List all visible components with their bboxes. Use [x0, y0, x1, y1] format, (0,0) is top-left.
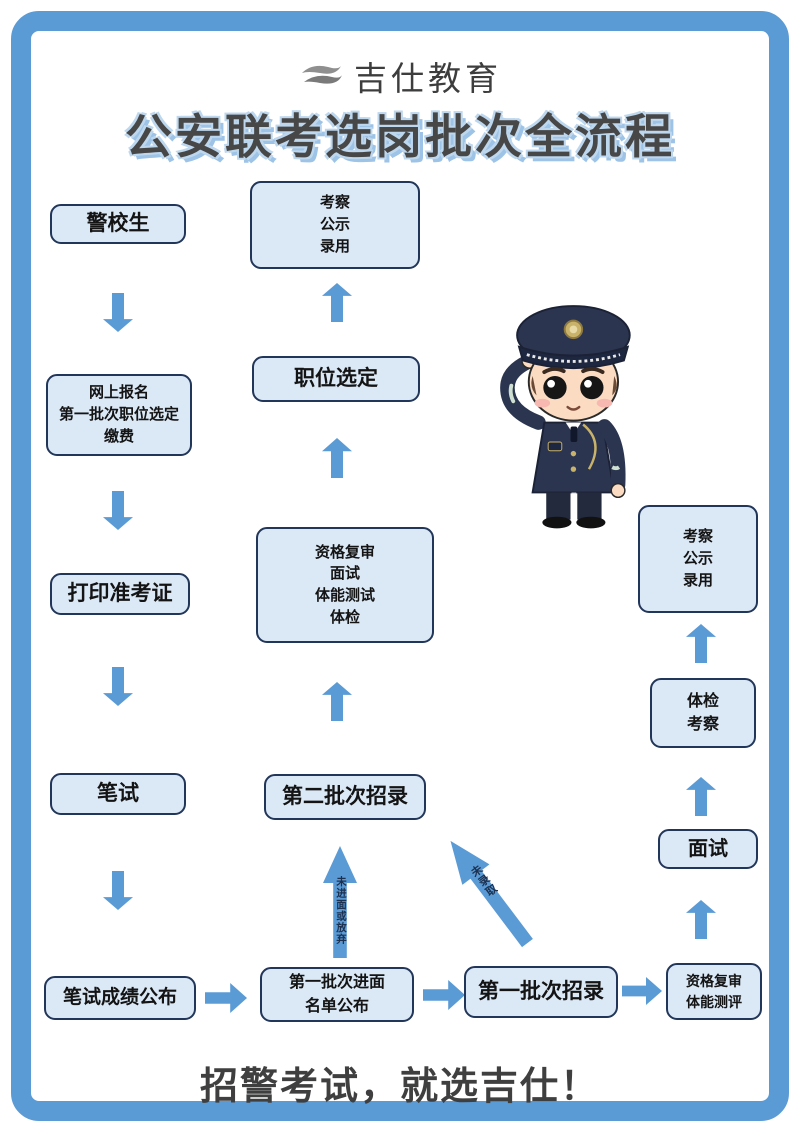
- node-position-select: 职位选定: [252, 356, 420, 402]
- node-written-exam: 笔试: [50, 773, 186, 815]
- node-print-ticket: 打印准考证: [50, 573, 190, 615]
- poster-blue-frame: [11, 11, 789, 1121]
- node-batch1: 第一批次招录: [464, 966, 618, 1018]
- footer-tagline: 招警考试，就选吉仕！: [199, 1066, 600, 1108]
- node-final-steps-mid: 考察 公示 录用: [250, 181, 420, 269]
- node-register: 网上报名 第一批次职位选定 缴费: [46, 374, 192, 456]
- node-police-student: 警校生: [50, 204, 186, 244]
- arrow-up-long: 未进面或放弃: [323, 846, 357, 958]
- node-batch2: 第二批次招录: [264, 774, 426, 820]
- node-final-steps-right: 考察 公示 录用: [638, 505, 758, 613]
- node-results: 笔试成绩公布: [44, 976, 196, 1020]
- brand-wave-icon: [302, 65, 342, 84]
- police-officer-illustration: [500, 305, 631, 529]
- node-qualification: 资格复审 体能测评: [666, 963, 762, 1020]
- node-batch1-list: 第一批次进面 名单公布: [260, 967, 414, 1022]
- node-review-pack: 资格复审 面试 体能测试 体检: [256, 527, 434, 643]
- edge-label-no-interview: 未进面或放弃: [335, 876, 347, 945]
- poster-title: 公安联考选岗批次全流程: [125, 110, 675, 163]
- node-interview: 面试: [658, 829, 758, 869]
- brand-name: 吉仕教育: [354, 60, 502, 97]
- node-physical-check: 体检 考察: [650, 678, 756, 748]
- brand-row: 吉仕教育: [0, 52, 800, 100]
